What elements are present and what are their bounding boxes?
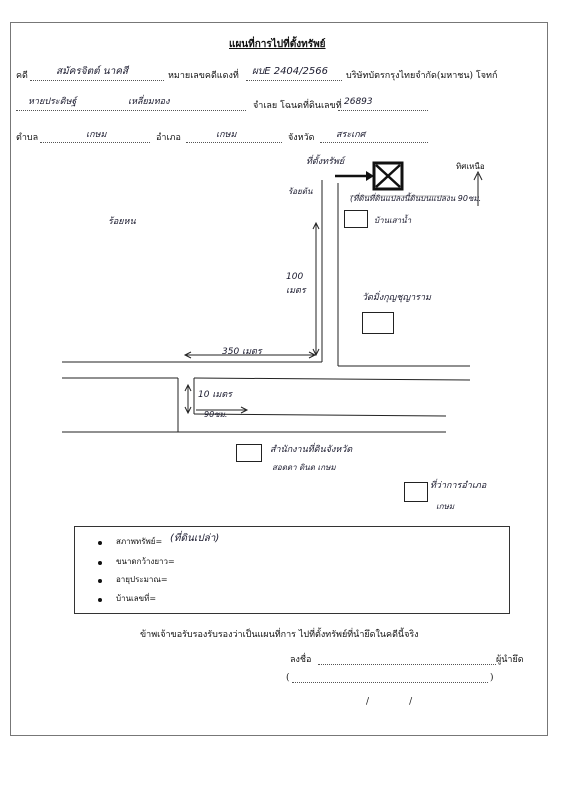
debtor-line xyxy=(30,80,164,81)
signature-line xyxy=(318,664,496,665)
west-label: ร้อยหน xyxy=(108,217,136,227)
deed-line xyxy=(338,110,428,111)
paren-close: ) xyxy=(490,673,494,683)
province-value: สระเกศ xyxy=(336,130,366,140)
printed-name-line xyxy=(292,682,488,683)
tambon-value: เกษม xyxy=(86,130,107,140)
property-label: ที่ตั้งทรัพย์ xyxy=(306,157,345,167)
defendant-line xyxy=(16,110,246,111)
district-office-label: ที่ว่าการอำเภอ xyxy=(430,481,487,491)
road-note: (ที่ดินที่ดินแปลงนี้ดินบนแปลงน 90ซม. xyxy=(350,194,482,203)
arrowhead-right xyxy=(308,351,317,359)
amphoe-label: อำเภอ xyxy=(156,133,181,143)
deed-label: จำเลย โฉนดที่ดินเลขที่ xyxy=(253,101,342,111)
bullet-house-no xyxy=(98,598,102,602)
property-pointer-head xyxy=(366,171,374,181)
case-number: ผบE 2404/2566 xyxy=(252,66,328,77)
arrowhead-short-down xyxy=(184,406,192,415)
case-line xyxy=(246,80,342,81)
tambon-line xyxy=(40,142,150,143)
distance-small-label: 90ซม. xyxy=(204,410,228,419)
sign-label: ลงชื่อ xyxy=(290,655,312,665)
temple-label: วัดมิ่งกุญชุญาราม xyxy=(362,293,431,303)
arrowhead-small-right xyxy=(240,406,249,414)
land-office-sub: สอดดา ดินด เกษม xyxy=(272,463,336,472)
date-slashes: / / xyxy=(366,697,413,707)
sign-role: ผู้นำยึด xyxy=(496,655,524,665)
land-office-label: สำนักงานที่ดินจังหวัด xyxy=(270,445,353,455)
document-title: แผนที่การไปที่ตั้งทรัพย์ xyxy=(229,39,326,50)
condition-label: สภาพทรัพย์= xyxy=(116,537,163,546)
distance-horizontal-label: 350 เมตร xyxy=(222,347,262,357)
property-info-box xyxy=(74,526,510,614)
province-label: จังหวัด xyxy=(288,133,315,143)
arrowhead-short-up xyxy=(184,383,192,392)
bullet-condition xyxy=(98,541,102,545)
distance-short-label: 10 เมตร xyxy=(198,390,233,400)
debtor-name: สมัครจิตต์ นาคสี xyxy=(56,66,129,77)
certification-text: ข้าพเจ้าขอรับรองรับรองว่าเป็นแผนที่การ ไ… xyxy=(140,630,419,640)
case-label: หมายเลขคดีแดงที่ xyxy=(168,71,239,81)
landmark-house-box xyxy=(344,210,368,228)
defendant-surname: เหลี่ยมทอง xyxy=(128,97,170,107)
road-horizontal-bottom-right xyxy=(193,377,471,381)
debtor-label: คดี xyxy=(16,71,28,81)
house-no-label: บ้านเลขที่= xyxy=(116,594,157,603)
temple-box xyxy=(362,312,394,334)
north-arrow-head xyxy=(473,170,483,181)
defendant-name: หายประดิษฐ์ xyxy=(28,97,77,107)
amphoe-value: เกษม xyxy=(216,130,237,140)
bullet-age xyxy=(98,579,102,583)
arrowhead-up xyxy=(312,221,320,230)
bullet-size xyxy=(98,561,102,565)
lower-road-top xyxy=(193,413,447,417)
plaintiff-text: บริษัทบัตรกรุงไทยจำกัด(มหาชน) โจทก์ xyxy=(346,71,498,81)
side-road-label: ร้อยต้น xyxy=(288,187,313,196)
landmark-house-label: บ้านเสาน้ำ xyxy=(374,216,412,225)
paren-open: ( xyxy=(286,673,290,683)
north-label: ทิศเหนือ xyxy=(456,162,485,171)
size-label: ขนาดกว้างยาว= xyxy=(116,557,175,566)
province-line xyxy=(320,142,428,143)
condition-value: (ที่ดินเปล่า) xyxy=(170,533,220,544)
tambon-label: ตำบล xyxy=(16,133,39,143)
land-office-box xyxy=(236,444,262,462)
distance-vertical-label: 100 เมตร xyxy=(286,272,306,297)
district-office-sub: เกษม xyxy=(436,502,455,511)
property-x-2 xyxy=(375,164,401,188)
deed-number: 26893 xyxy=(344,97,373,107)
document-frame xyxy=(10,22,548,736)
arrowhead-left xyxy=(183,351,192,359)
age-label: อายุประมาณ= xyxy=(116,575,168,584)
district-office-box xyxy=(404,482,428,502)
amphoe-line xyxy=(186,142,282,143)
